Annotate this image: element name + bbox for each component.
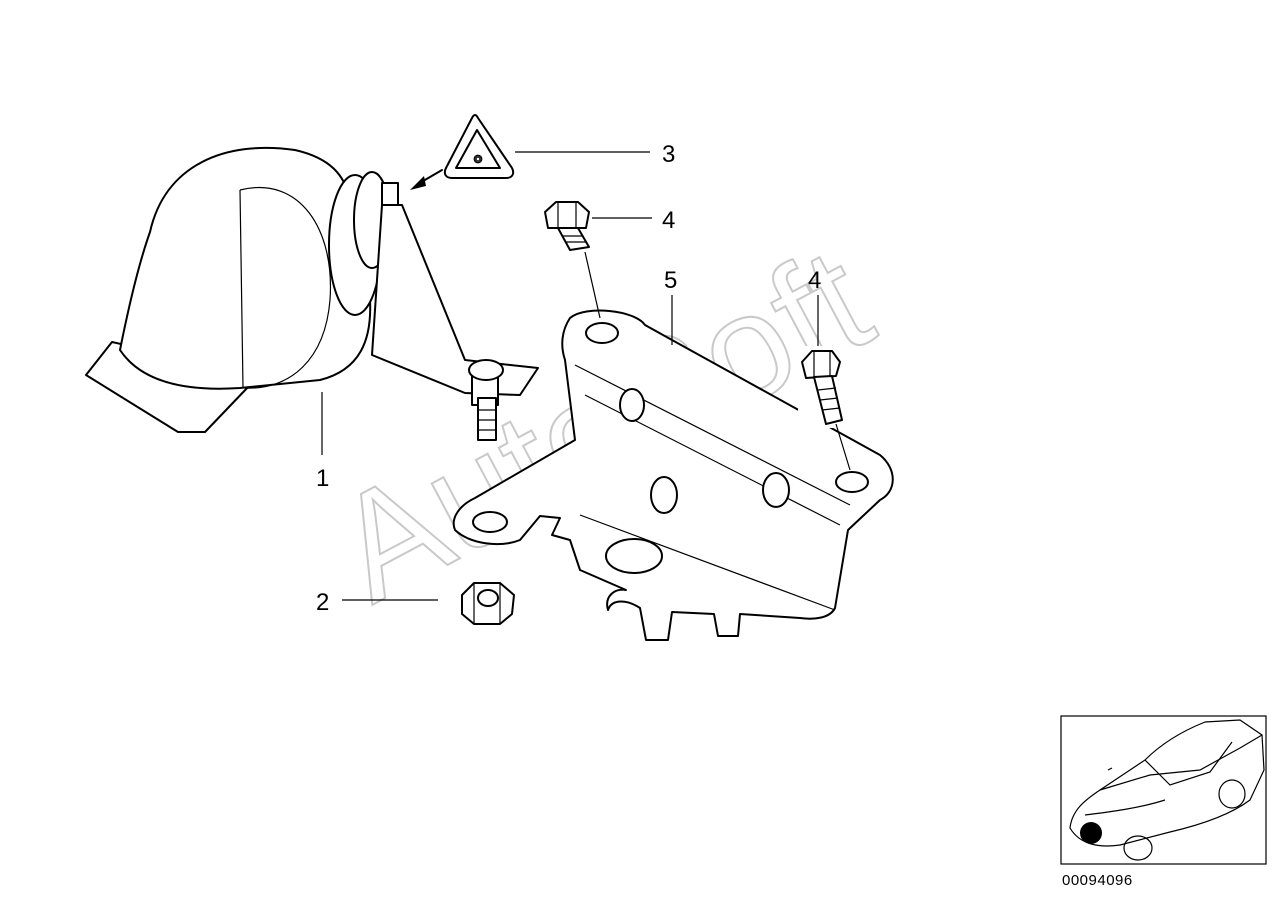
warning-label-part: ❂ (410, 114, 515, 190)
callout-1: 1 (316, 465, 329, 492)
car-location-thumbnail (1060, 715, 1267, 865)
callout-4-right: 4 (808, 267, 821, 294)
callout-4-top: 4 (662, 207, 675, 234)
bolt-top-shape (540, 198, 596, 254)
horn-part (85, 146, 539, 441)
callout-5: 5 (664, 267, 677, 294)
location-dot (1080, 822, 1102, 844)
leader-lines (321, 151, 851, 601)
nut-part (461, 582, 515, 625)
part-number: 00094096 (1062, 872, 1133, 889)
bolt-right-shape (798, 346, 848, 428)
callout-3: 3 (662, 141, 675, 168)
warning-triangle-icon: ❂ (472, 154, 483, 166)
bracket-part (452, 309, 894, 641)
callout-2: 2 (316, 589, 329, 616)
